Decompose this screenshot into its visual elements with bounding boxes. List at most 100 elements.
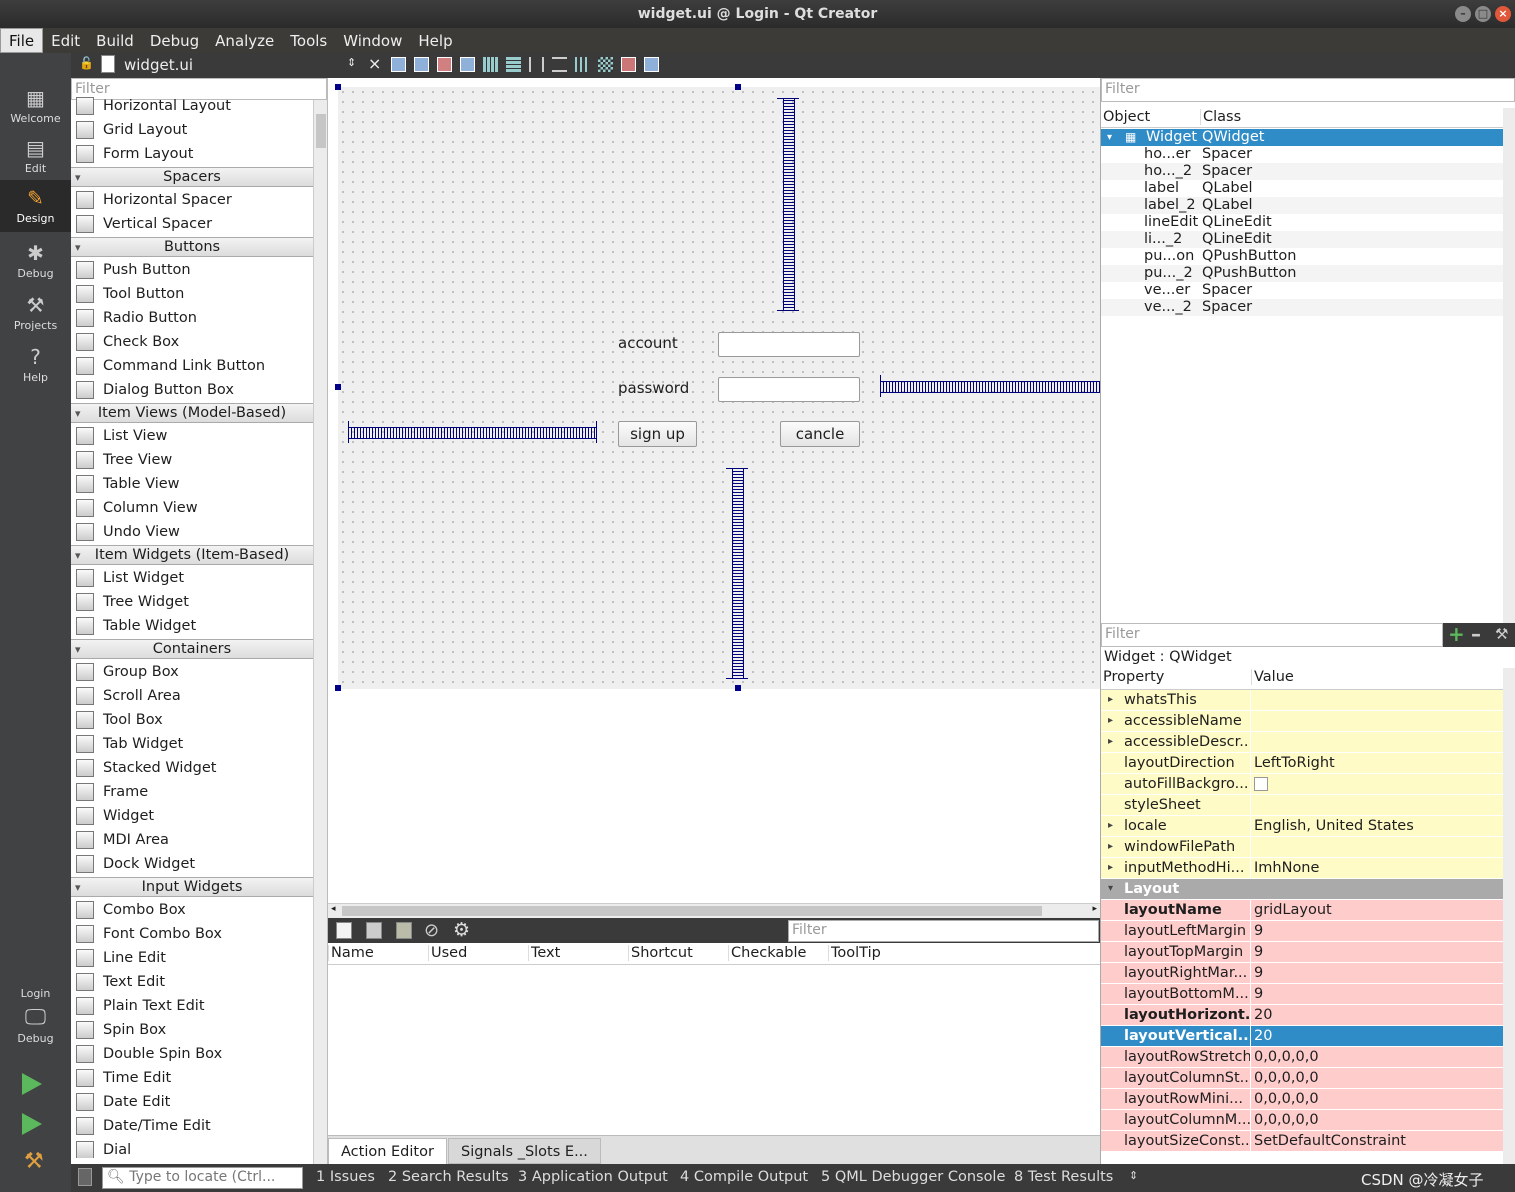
widget-box-item[interactable]: Date Edit	[71, 1090, 313, 1114]
property-options-wrench-icon[interactable]: ⚒	[1495, 625, 1509, 643]
widget-box-item[interactable]: Plain Text Edit	[71, 994, 313, 1018]
widget-box-item[interactable]: Check Box	[71, 330, 313, 354]
property-editor-scrollbar[interactable]	[1503, 668, 1515, 1164]
new-action-icon[interactable]	[336, 922, 352, 939]
widget-box-item[interactable]: Horizontal Layout	[71, 94, 313, 118]
resize-handle[interactable]	[735, 685, 741, 691]
widget-box-item[interactable]: Time Edit	[71, 1066, 313, 1090]
sign-up-button[interactable]: sign up	[618, 421, 697, 447]
layout-grid-icon[interactable]	[598, 57, 613, 72]
col-class[interactable]: Class	[1200, 109, 1241, 125]
mode-welcome[interactable]: ▦Welcome	[10, 86, 61, 125]
widget-category-header[interactable]: Buttons	[71, 237, 313, 257]
menu-help[interactable]: Help	[418, 32, 453, 50]
widget-box-item[interactable]: Horizontal Spacer	[71, 188, 313, 212]
settings-gear-icon[interactable]: ⚙	[453, 919, 471, 941]
edit-widgets-icon[interactable]	[391, 57, 406, 72]
property-row[interactable]: layoutVertical...20	[1101, 1026, 1503, 1047]
expand-arrow-icon[interactable]: ▸	[1108, 736, 1114, 747]
widget-box-item[interactable]: Font Combo Box	[71, 922, 313, 946]
widget-box-item[interactable]: Stacked Widget	[71, 756, 313, 780]
layout-form-icon[interactable]	[575, 57, 590, 72]
property-value[interactable]: 9	[1254, 944, 1264, 960]
property-value[interactable]: LeftToRight	[1254, 755, 1335, 771]
action-filter-input[interactable]: Filter	[788, 920, 1099, 942]
col-tooltip[interactable]: ToolTip	[828, 945, 881, 961]
widget-category-header[interactable]: Item Views (Model-Based)	[71, 403, 313, 423]
widget-box-item[interactable]: Frame	[71, 780, 313, 804]
widget-box-item[interactable]: Undo View	[71, 520, 313, 544]
object-inspector-scrollbar[interactable]	[1503, 108, 1515, 623]
widget-box-item[interactable]: List View	[71, 424, 313, 448]
mode-design[interactable]: ✎Design	[0, 180, 71, 232]
collapse-arrow-icon[interactable]: ▾	[1107, 132, 1113, 143]
toggle-sidebar-icon[interactable]	[78, 1168, 92, 1186]
property-row[interactable]: layoutBottomM...9	[1101, 984, 1503, 1005]
delete-action-icon[interactable]: ⊘	[424, 920, 440, 941]
widget-box-item[interactable]: Double Spin Box	[71, 1042, 313, 1066]
property-value[interactable]: 9	[1254, 965, 1264, 981]
edit-signals-icon[interactable]	[414, 57, 429, 72]
adjust-size-icon[interactable]	[644, 57, 659, 72]
col-name[interactable]: Name	[328, 945, 374, 961]
expand-arrow-icon[interactable]: ▸	[1108, 862, 1114, 873]
property-row[interactable]: layoutSizeConst...SetDefaultConstraint	[1101, 1131, 1503, 1152]
property-value[interactable]: gridLayout	[1254, 902, 1332, 918]
run-icon[interactable]	[22, 1073, 42, 1095]
close-window-button[interactable]: ×	[1495, 6, 1511, 22]
property-value[interactable]: 9	[1254, 986, 1264, 1002]
col-checkable[interactable]: Checkable	[728, 945, 806, 961]
vertical-spacer-top[interactable]	[777, 98, 799, 311]
property-row[interactable]: ▸whatsThis	[1101, 690, 1503, 711]
widget-box-item[interactable]: List Widget	[71, 566, 313, 590]
mode-help[interactable]: ?Help	[22, 345, 49, 384]
scroll-right-arrow[interactable]: ▸	[1092, 904, 1097, 914]
debug-run-icon[interactable]	[22, 1113, 42, 1135]
copy-action-icon[interactable]	[366, 922, 382, 939]
horizontal-spacer-right[interactable]	[880, 375, 1102, 397]
property-value[interactable]: 20	[1254, 1028, 1273, 1044]
property-row[interactable]: ▸accessibleDescr...	[1101, 732, 1503, 753]
widget-box-item[interactable]: Dialog Button Box	[71, 378, 313, 402]
property-value[interactable]: 0,0,0,0,0	[1254, 1049, 1319, 1065]
pane-qml-debugger-console[interactable]: 5 QML Debugger Console	[821, 1169, 1006, 1185]
widget-box-item[interactable]: Spin Box	[71, 1018, 313, 1042]
widget-box-item[interactable]: Text Edit	[71, 970, 313, 994]
widget-box-item[interactable]: Date/Time Edit	[71, 1114, 313, 1138]
widget-box-item[interactable]: Tool Box	[71, 708, 313, 732]
kit-selector[interactable]: Login 🖵 Debug	[0, 981, 71, 1061]
pane-issues[interactable]: 1 Issues	[316, 1169, 375, 1185]
property-value[interactable]: 0,0,0,0,0	[1254, 1091, 1319, 1107]
mode-projects[interactable]: ⚒Projects	[13, 293, 58, 332]
widget-box-item[interactable]: Line Edit	[71, 946, 313, 970]
property-filter-input[interactable]: Filter	[1101, 623, 1443, 647]
col-property[interactable]: Property	[1103, 669, 1165, 685]
widget-box-item[interactable]: Tab Widget	[71, 732, 313, 756]
widget-box-item[interactable]: Widget	[71, 804, 313, 828]
widget-box-item[interactable]: Scroll Area	[71, 684, 313, 708]
menu-window[interactable]: Window	[343, 32, 403, 50]
widget-box-item[interactable]: Tool Button	[71, 282, 313, 306]
property-value[interactable]: SetDefaultConstraint	[1254, 1133, 1406, 1149]
property-row[interactable]: ▾Layout	[1101, 879, 1503, 900]
scrollbar-thumb[interactable]	[316, 114, 326, 148]
pane-test-results[interactable]: 8 Test Results	[1014, 1169, 1114, 1185]
pane-search-results[interactable]: 2 Search Results	[388, 1169, 509, 1185]
widget-box-item[interactable]: Table View	[71, 472, 313, 496]
property-row[interactable]: layoutHorizont...20	[1101, 1005, 1503, 1026]
collapse-arrow-icon[interactable]: ▾	[1108, 883, 1114, 894]
property-row[interactable]: layoutColumnSt...0,0,0,0,0	[1101, 1068, 1503, 1089]
tab-action-editor[interactable]: Action Editor	[328, 1138, 447, 1164]
col-used[interactable]: Used	[428, 945, 467, 961]
layout-vertical-icon[interactable]	[506, 57, 521, 72]
document-switcher-arrows[interactable]: ⇕	[347, 56, 357, 69]
